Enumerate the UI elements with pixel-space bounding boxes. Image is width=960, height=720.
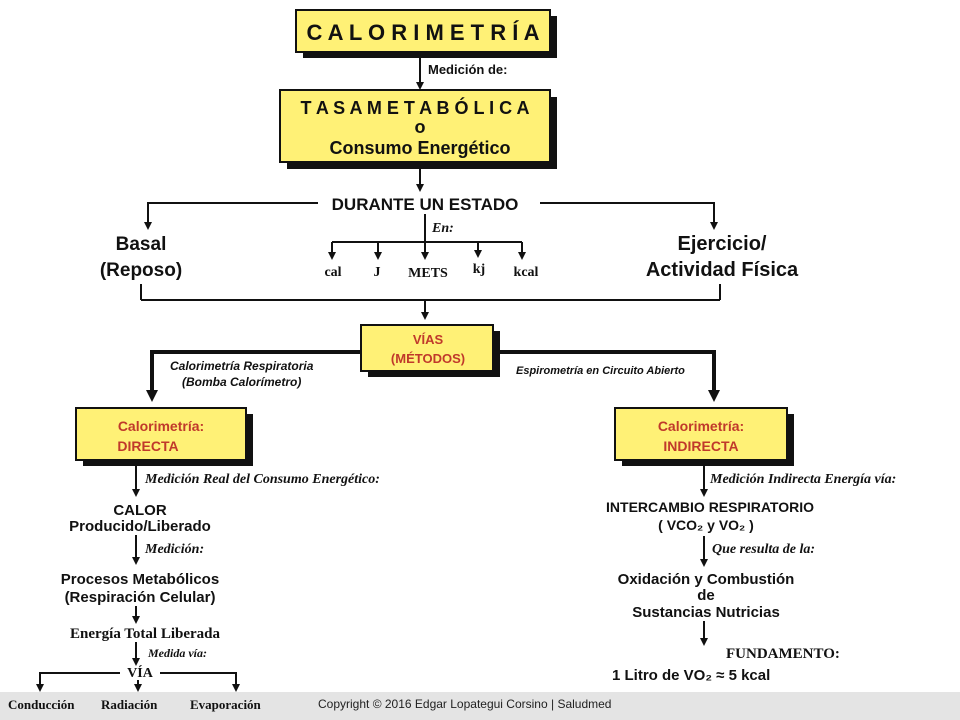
tasa-metabolica-box: T A S A M E T A B Ó L I C A o Consumo En… (279, 89, 557, 169)
unit-kj: kj (473, 262, 485, 277)
medicion-real-label: Medición Real del Consumo Energético: (144, 472, 380, 487)
procesos-line2: (Respiración Celular) (65, 589, 216, 606)
oxidacion-line3: Sustancias Nutricias (632, 604, 780, 621)
durante-un-estado: DURANTE UN ESTADO (332, 195, 519, 214)
tasa-line3: Consumo Energético (329, 138, 510, 158)
espirometria-label: Espirometría en Circuito Abierto (516, 365, 685, 377)
gases-label: ( VCO₂ y VO₂ ) (658, 517, 754, 533)
indirecta-box: Calorimetría: INDIRECTA (614, 407, 794, 466)
basal-line1: Basal (116, 234, 167, 255)
calorimetria-title-box: C A L O R I M E T R Í A (295, 9, 557, 58)
basal-line2: (Reposo) (100, 260, 182, 281)
ejercicio-line1: Ejercicio/ (678, 233, 767, 255)
unit-cal: cal (324, 265, 341, 280)
indirecta-line1: Calorimetría: (658, 418, 744, 434)
medida-via-label: Medida vía: (147, 646, 207, 660)
branch-to-basal (144, 202, 318, 230)
branch-to-ejercicio (540, 202, 718, 230)
vias-box: VÍAS (MÉTODOS) (360, 324, 500, 377)
medicion-de-label: Medición de: (428, 62, 507, 77)
copyright-text: Copyright © 2016 Edgar Lopategui Corsino… (318, 697, 612, 711)
en-label: En: (431, 221, 454, 236)
vias-line2: (MÉTODOS) (391, 351, 465, 366)
arrow-to-conduccion (36, 672, 120, 692)
procesos-line1: Procesos Metabólicos (61, 571, 219, 588)
tasa-line2: o (415, 117, 426, 137)
tasa-line1: T A S A M E T A B Ó L I C A (301, 97, 530, 118)
calor-line2: Producido/Liberado (69, 518, 211, 535)
energia-total-label: Energía Total Liberada (70, 626, 221, 642)
bomba-calorimetro-label: (Bomba Calorímetro) (182, 375, 301, 389)
unit-j: J (374, 265, 381, 280)
litro-label: 1 Litro de VO₂ ≈ 5 kcal (612, 667, 770, 684)
output-conduccion: Conducción (8, 697, 75, 712)
calor-line1: CALOR (113, 502, 166, 519)
branch-to-directa (146, 350, 361, 402)
fundamento-label: FUNDAMENTO: (726, 646, 840, 662)
calorimetria-respiratoria-label: Calorimetría Respiratoria (170, 359, 314, 373)
unit-kcal: kcal (514, 265, 539, 280)
output-radiacion: Radiación (101, 697, 158, 712)
directa-line2: DIRECTA (117, 438, 178, 454)
unit-mets: METS (408, 266, 448, 281)
footer-bar (0, 692, 960, 720)
medicion-label: Medición: (144, 542, 204, 557)
arrow-to-evaporacion (160, 672, 240, 692)
medicion-indirecta-label: Medición Indirecta Energía vía: (709, 472, 896, 487)
oxidacion-line1: Oxidación y Combustión (618, 571, 795, 588)
vias-line1: VÍAS (413, 332, 444, 347)
directa-box: Calorimetría: DIRECTA (75, 407, 253, 466)
oxidacion-line2: de (697, 587, 715, 604)
output-evaporacion: Evaporación (190, 697, 261, 712)
intercambio-label: INTERCAMBIO RESPIRATORIO (606, 499, 814, 515)
indirecta-line2: INDIRECTA (663, 438, 738, 454)
que-resulta-label: Que resulta de la: (712, 542, 815, 557)
directa-line1: Calorimetría: (118, 418, 204, 434)
calorimetria-title: C A L O R I M E T R Í A (306, 20, 539, 45)
via-label: VÍA (127, 664, 154, 681)
branch-to-indirecta (500, 350, 720, 402)
ejercicio-line2: Actividad Física (646, 259, 799, 281)
